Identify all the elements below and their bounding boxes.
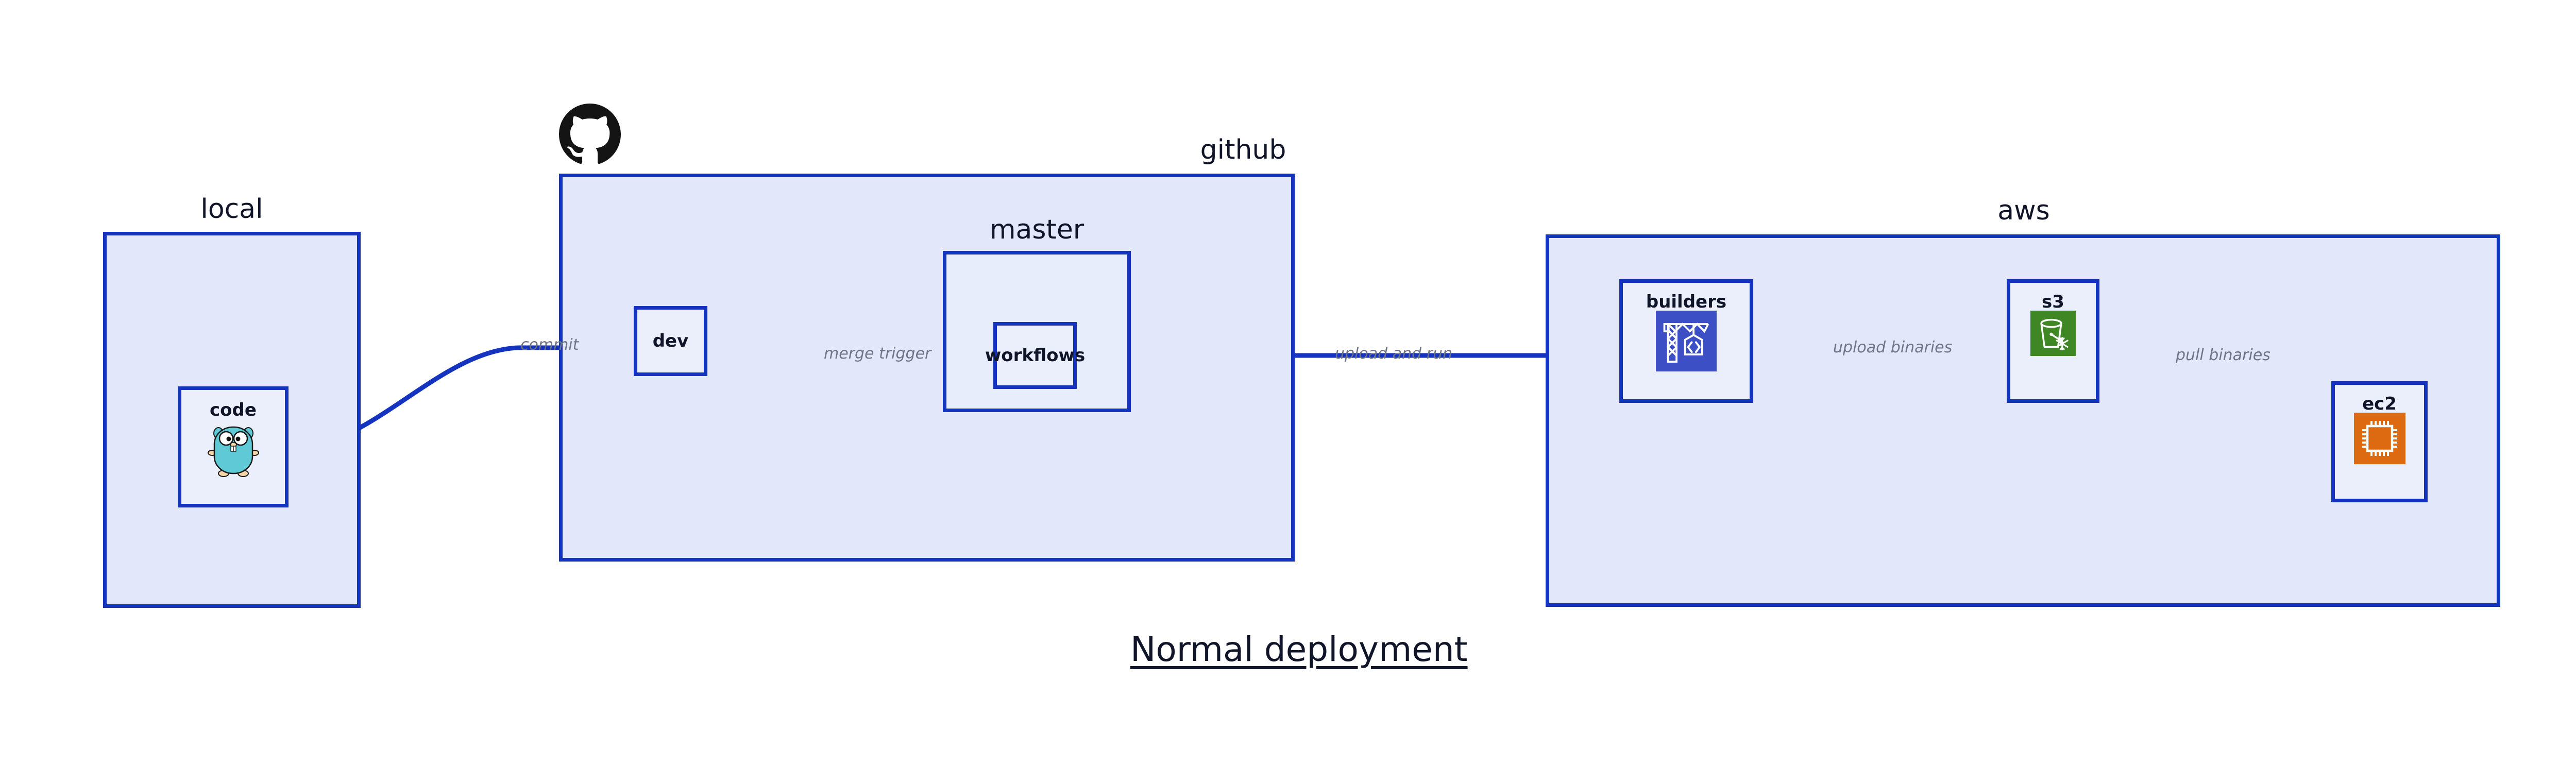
node-code[interactable]: code [178, 386, 289, 507]
group-label-github: github [1200, 134, 1286, 165]
edge-label-commit: commit [520, 336, 579, 354]
aws-codebuild-icon [1656, 311, 1717, 371]
node-label-code: code [210, 400, 257, 420]
node-label-builders: builders [1646, 292, 1727, 312]
group-local [103, 232, 361, 608]
node-builders[interactable]: builders [1619, 279, 1753, 403]
diagram-title: Normal deployment [1130, 630, 1468, 669]
group-label-master: master [989, 214, 1084, 245]
go-gopher-icon [207, 426, 259, 477]
edge-label-merge-trigger: merge trigger [824, 345, 931, 363]
node-label-ec2: ec2 [2362, 394, 2397, 414]
node-label-dev: dev [652, 331, 689, 351]
aws-ec2-icon [2353, 413, 2405, 464]
node-ec2[interactable]: ec2 [2331, 381, 2428, 502]
node-s3[interactable]: s3 [2007, 279, 2099, 403]
group-label-aws: aws [1997, 195, 2050, 226]
edge-label-pull-binaries: pull binaries [2176, 346, 2270, 364]
node-label-workflows: workflows [985, 345, 1086, 366]
edge-label-upload-binaries: upload binaries [1833, 338, 1953, 356]
node-label-s3: s3 [2042, 292, 2064, 312]
github-octocat-icon [559, 104, 621, 164]
node-dev[interactable]: dev [634, 306, 707, 376]
edge-label-upload-and-run: upload and run [1335, 345, 1453, 363]
group-label-local: local [200, 194, 263, 225]
aws-s3-glacier-icon [2030, 311, 2076, 356]
node-workflows[interactable]: workflows [985, 322, 1085, 389]
